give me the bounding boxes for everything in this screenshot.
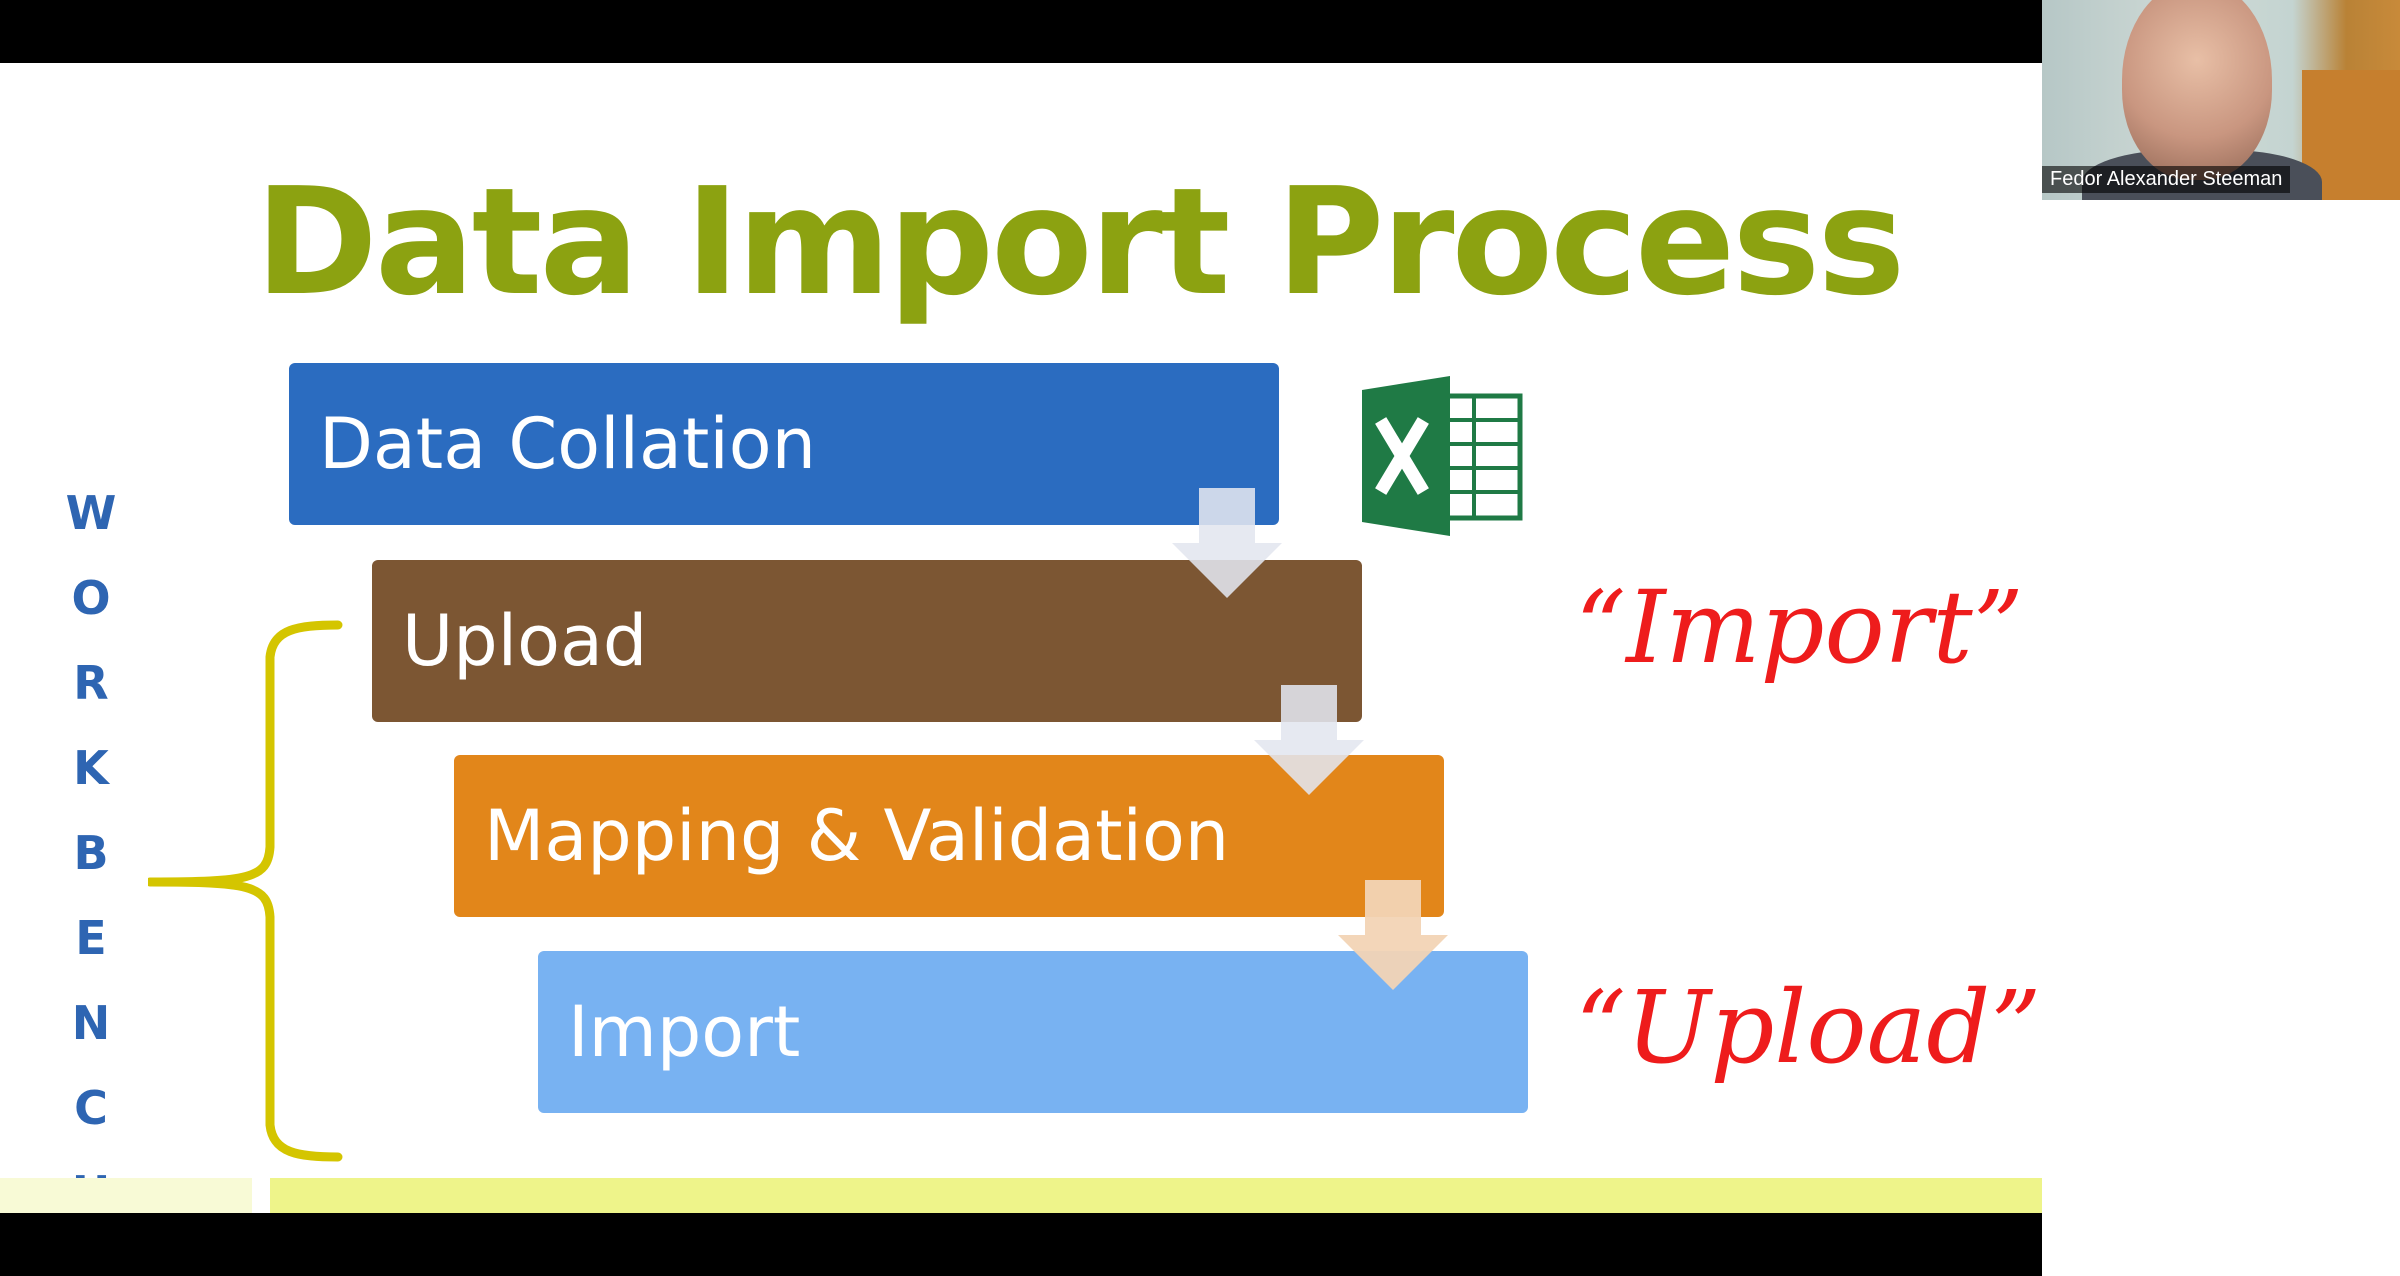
video-side-panel [2042,200,2400,1276]
footer-accent-strip [0,1178,252,1213]
upload-annotation: “Upload” [1575,969,2042,1086]
slide-title: Data Import Process [255,156,1905,328]
workbench-letter: N [71,996,111,1050]
step-upload: Upload [372,560,1362,722]
workbench-letter: W [65,486,117,540]
workbench-letter: K [73,741,109,795]
excel-icon [1362,376,1523,536]
workbench-letter: C [74,1081,108,1135]
down-arrow-icon [1172,488,1282,598]
participant-name-label: Fedor Alexander Steeman [2042,166,2291,193]
step-mapping-validation: Mapping & Validation [454,755,1444,917]
workbench-letter: B [73,826,109,880]
workbench-vertical-label: W O R K B E N C H [58,471,124,1213]
down-arrow-icon [1338,880,1448,990]
workbench-letter: E [75,911,107,965]
step-data-collation: Data Collation [289,363,1279,525]
brace-shape [148,620,343,1162]
participant-face [2122,0,2272,180]
down-arrow-icon [1254,685,1364,795]
footer-accent-strip [270,1178,2042,1213]
presentation-slide: Data Import Process W O R K B E N C H Da… [0,63,2042,1213]
workbench-letter: R [73,656,109,710]
workbench-letter: O [71,571,111,625]
import-annotation: “Import” [1575,569,2024,686]
step-import: Import [538,951,1528,1113]
